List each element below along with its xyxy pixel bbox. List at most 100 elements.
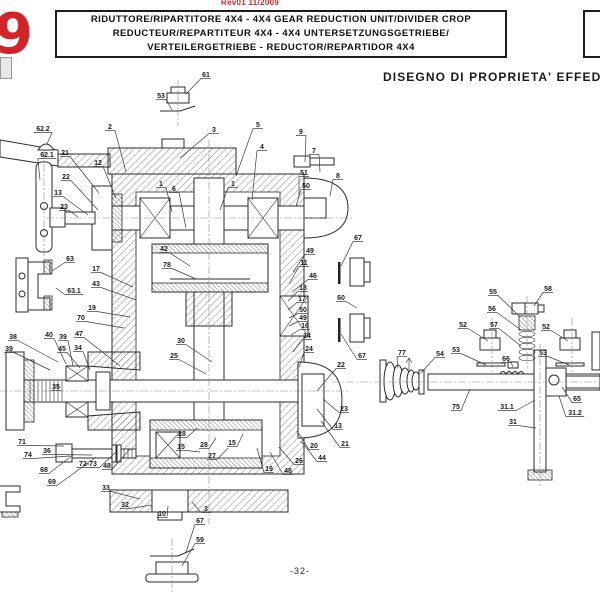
svg-text:51: 51 [300, 170, 308, 177]
svg-text:31.2: 31.2 [568, 410, 582, 417]
logo-document-mark [0, 57, 12, 79]
bearing-lower-left-b [65, 401, 89, 418]
svg-text:46: 46 [309, 273, 317, 280]
svg-text:71: 71 [18, 439, 26, 446]
svg-text:36: 36 [43, 448, 51, 455]
svg-text:3: 3 [204, 506, 208, 513]
svg-text:7: 7 [312, 148, 316, 155]
svg-text:25: 25 [170, 353, 178, 360]
svg-text:4: 4 [260, 144, 264, 151]
svg-text:9: 9 [299, 129, 303, 136]
svg-text:74: 74 [24, 452, 32, 459]
svg-text:53: 53 [452, 347, 460, 354]
svg-text:26: 26 [295, 458, 303, 465]
svg-text:31.1: 31.1 [500, 404, 514, 411]
svg-text:67: 67 [354, 235, 362, 242]
clamp-63 [15, 257, 53, 313]
svg-text:15: 15 [177, 444, 185, 451]
svg-text:31: 31 [509, 419, 517, 426]
svg-text:27: 27 [208, 453, 216, 460]
svg-text:53: 53 [157, 93, 165, 100]
svg-text:3: 3 [212, 127, 216, 134]
edge-title-box [583, 10, 600, 58]
svg-text:14: 14 [303, 333, 311, 340]
svg-text:34: 34 [74, 345, 82, 352]
svg-text:13: 13 [334, 423, 342, 430]
svg-text:22: 22 [337, 362, 345, 369]
svg-text:23: 23 [340, 406, 348, 413]
svg-text:47: 47 [75, 331, 83, 338]
svg-text:1: 1 [159, 181, 163, 188]
svg-text:18: 18 [299, 285, 307, 292]
svg-text:67: 67 [358, 353, 366, 360]
svg-text:65: 65 [573, 396, 581, 403]
bracket-bottom-left [0, 485, 21, 518]
svg-text:39: 39 [5, 346, 13, 353]
svg-text:22: 22 [62, 174, 70, 181]
svg-text:19: 19 [265, 466, 273, 473]
svg-text:50: 50 [299, 307, 307, 314]
svg-text:78: 78 [163, 262, 171, 269]
bearing-lower-left-a [65, 365, 89, 382]
svg-text:54: 54 [436, 351, 444, 358]
svg-text:57: 57 [490, 322, 498, 329]
bearing-lower-center [155, 431, 181, 459]
svg-text:40: 40 [45, 332, 53, 339]
svg-text:17: 17 [92, 266, 100, 273]
svg-text:49: 49 [306, 248, 314, 255]
svg-text:63: 63 [66, 256, 74, 263]
svg-text:2: 2 [108, 124, 112, 131]
svg-text:77: 77 [398, 350, 406, 357]
svg-text:5: 5 [256, 122, 260, 129]
svg-text:21: 21 [61, 150, 69, 157]
svg-text:53: 53 [539, 350, 547, 357]
svg-text:70: 70 [77, 315, 85, 322]
page-number: -32- [289, 566, 310, 576]
svg-text:35: 35 [52, 384, 60, 391]
svg-text:67: 67 [196, 518, 204, 525]
svg-text:66: 66 [502, 356, 510, 363]
svg-text:62.2: 62.2 [36, 126, 50, 133]
svg-text:33: 33 [102, 485, 110, 492]
svg-text:48: 48 [284, 468, 292, 475]
svg-text:20: 20 [310, 443, 318, 450]
svg-text:8: 8 [336, 173, 340, 180]
svg-text:10: 10 [158, 511, 166, 518]
svg-text:21: 21 [341, 441, 349, 448]
svg-text:16: 16 [301, 323, 309, 330]
svg-text:11: 11 [300, 260, 308, 267]
svg-text:69: 69 [48, 479, 56, 486]
svg-text:75: 75 [452, 404, 460, 411]
svg-text:60: 60 [337, 295, 345, 302]
svg-text:32: 32 [121, 502, 129, 509]
ownership-note: DISEGNO DI PROPRIETA' EFFEDI [383, 70, 600, 84]
svg-text:62.1: 62.1 [40, 152, 54, 159]
svg-text:24: 24 [305, 346, 313, 353]
title-line-2: REDUCTEUR/REPARTITEUR 4X4 - 4X4 UNTERSET… [112, 28, 450, 40]
svg-text:19: 19 [88, 305, 96, 312]
svg-text:52: 52 [459, 322, 467, 329]
svg-text:1: 1 [231, 181, 235, 188]
svg-text:23: 23 [60, 204, 68, 211]
svg-text:59: 59 [196, 537, 204, 544]
svg-text:55: 55 [489, 289, 497, 296]
brand-logo: 9 [0, 2, 33, 67]
title-line-3: VERTEILERGETRIEBE - REDUCTOR/REPARTIDOR … [147, 41, 415, 53]
svg-text:48: 48 [103, 463, 111, 470]
svg-text:38: 38 [9, 334, 17, 341]
revision-note: Rev01 11/2009 [220, 0, 280, 7]
shift-shaft-assembly [338, 257, 600, 481]
svg-text:28: 28 [178, 431, 186, 438]
svg-text:61: 61 [202, 72, 210, 79]
svg-text:6: 6 [172, 186, 176, 193]
svg-text:56: 56 [488, 306, 496, 313]
svg-text:12: 12 [94, 160, 102, 167]
svg-text:50: 50 [302, 183, 310, 190]
svg-text:28: 28 [200, 442, 208, 449]
svg-text:52: 52 [542, 324, 550, 331]
title-block: RIDUTTORE/RIPARTITORE 4X4 - 4X4 GEAR RED… [55, 10, 507, 58]
svg-text:58: 58 [544, 286, 552, 293]
